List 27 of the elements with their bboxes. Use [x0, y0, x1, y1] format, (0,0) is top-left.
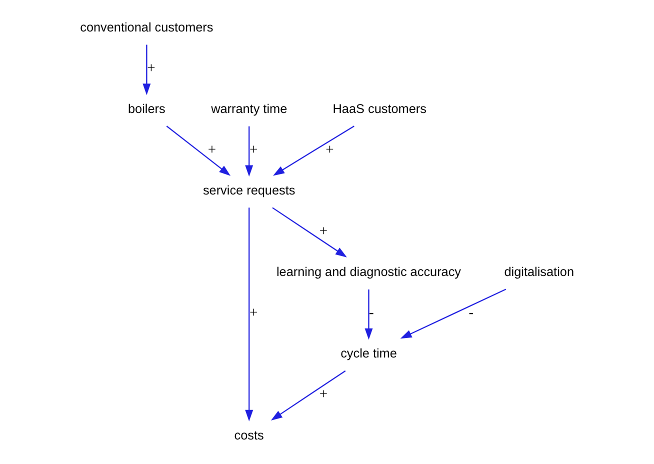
edge-label: + — [318, 386, 328, 403]
arrow — [244, 208, 253, 422]
arrow — [272, 207, 346, 258]
edge-label: + — [318, 223, 328, 240]
arrow — [244, 126, 253, 177]
edge-label: + — [146, 60, 155, 76]
node-text: learning and diagnostic accuracy — [276, 265, 461, 280]
node-text: warranty time — [210, 102, 287, 116]
node-text: conventional customers — [80, 20, 213, 34]
arrow — [166, 126, 230, 176]
node-text: HaaS customers — [332, 102, 426, 116]
node-text: costs — [234, 428, 264, 442]
arrow — [270, 370, 346, 420]
node-text: cycle time — [340, 346, 396, 361]
edge-label: - — [368, 305, 374, 322]
edge-label: + — [249, 305, 258, 322]
node-text: digitalisation — [504, 265, 574, 280]
edge-label: + — [207, 142, 216, 158]
arrow — [142, 44, 150, 96]
edge-label: - — [468, 305, 474, 322]
arrow — [364, 289, 372, 340]
node-text: boilers — [128, 102, 165, 116]
node-text: service requests — [202, 184, 295, 198]
edge-label: + — [325, 142, 334, 158]
edge-label: + — [249, 142, 258, 158]
arrow — [400, 288, 506, 339]
arrow — [272, 126, 354, 176]
